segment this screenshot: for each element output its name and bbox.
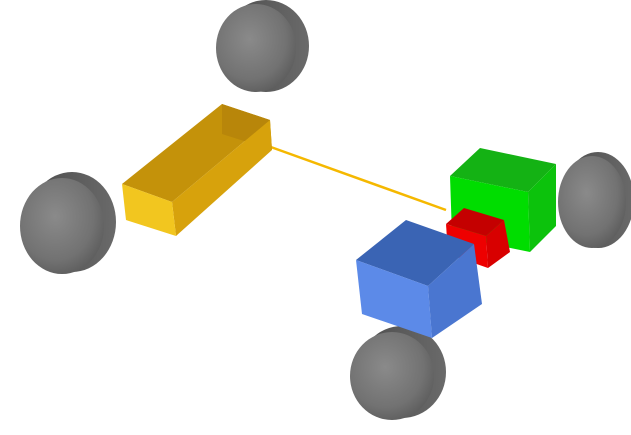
- wheel-front-right: [350, 326, 446, 420]
- axle-block-yellow: [122, 104, 272, 236]
- wheel-front-left: [20, 172, 116, 274]
- link-rod: [268, 146, 446, 210]
- wheel-rear-left: [216, 0, 309, 92]
- wheel-rear-right: [558, 152, 631, 248]
